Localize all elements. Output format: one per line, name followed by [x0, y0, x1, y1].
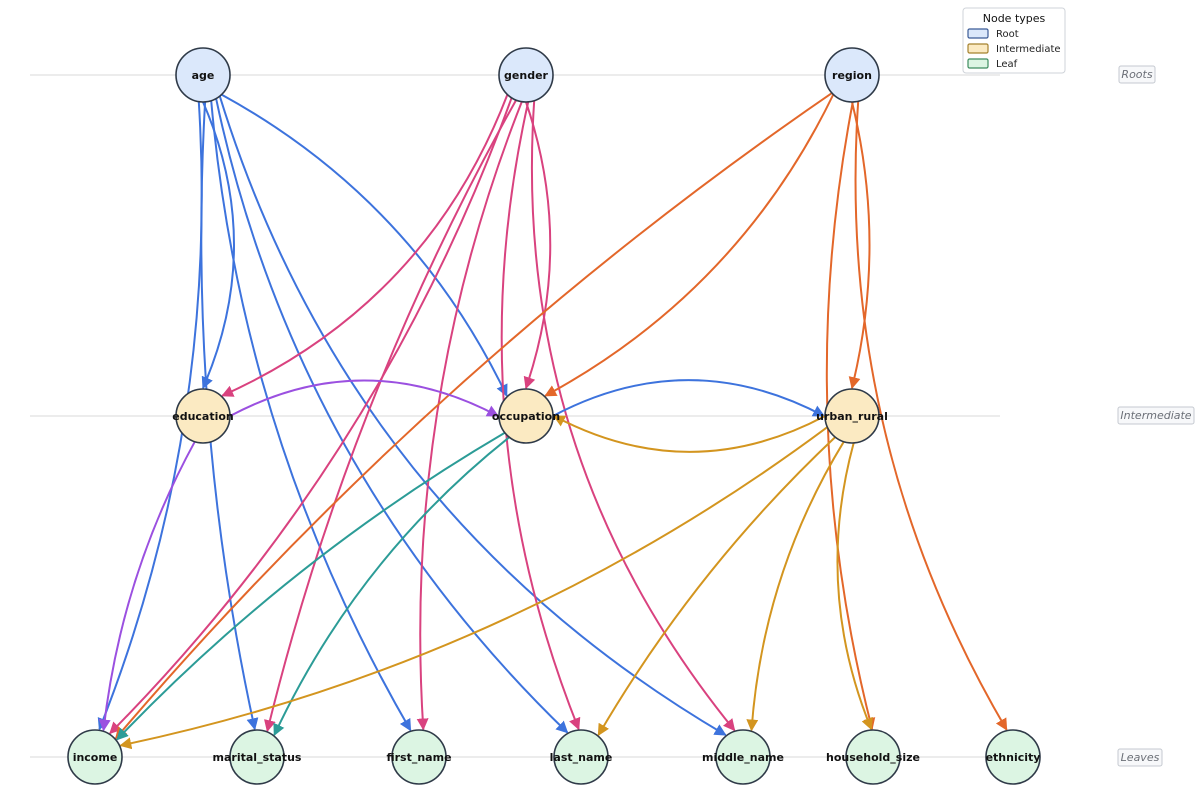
node-first_name-circle — [391, 729, 447, 785]
node-region-label: region — [832, 69, 872, 82]
edge-gender-to-income — [109, 97, 513, 735]
edge-gender-to-occupation — [523, 101, 552, 390]
node-middle_name-label: middle_name — [702, 751, 784, 764]
node-gender-circle — [498, 47, 554, 103]
node-occupation-label: occupation — [492, 410, 560, 423]
node-region-circle — [824, 47, 880, 103]
legend-label-intermediate: Intermediate — [996, 44, 1061, 55]
edge-age-to-education — [201, 101, 235, 390]
edge-gender-to-middle_name — [530, 100, 736, 732]
node-marital_status[interactable]: marital_status — [213, 729, 302, 785]
edge-urban_rural-to-occupation — [552, 415, 826, 453]
nodes-layer: age gender region education occupation urban_… — [67, 47, 1041, 785]
node-age-circle — [175, 47, 231, 103]
node-income-circle — [67, 729, 123, 785]
node-education-circle — [175, 388, 231, 444]
node-urban_rural-circle — [824, 388, 880, 444]
node-household_size[interactable]: household_size — [826, 729, 920, 785]
legend-label-root: Root — [996, 29, 1019, 40]
node-household_size-circle — [845, 729, 901, 785]
legend-swatch-leaf — [967, 58, 989, 69]
tier-tag-leaves-label: Leaves — [1121, 751, 1160, 764]
node-middle_name[interactable]: middle_name — [702, 729, 784, 785]
node-first_name-label: first_name — [386, 751, 451, 764]
legend-swatch-root — [967, 28, 989, 39]
node-occupation-circle — [498, 388, 554, 444]
tier-tag-leaves: Leaves — [1117, 748, 1163, 767]
tier-tag-intermediate-label: Intermediate — [1120, 409, 1191, 422]
edge-urban_rural-to-last_name — [597, 436, 836, 737]
node-last_name-label: last_name — [550, 751, 613, 764]
edge-urban_rural-to-household_size — [836, 442, 873, 731]
node-marital_status-circle — [229, 729, 285, 785]
tier-tag-intermediate: Intermediate — [1117, 406, 1195, 425]
edge-occupation-to-marital_status — [273, 436, 510, 737]
node-first_name[interactable]: first_name — [386, 729, 452, 785]
node-ethnicity[interactable]: ethnicity — [985, 729, 1041, 785]
edge-education-to-income — [98, 441, 196, 732]
node-gender[interactable]: gender — [498, 47, 554, 103]
tier-tag-roots-label: Roots — [1121, 68, 1152, 81]
node-ethnicity-label: ethnicity — [986, 751, 1041, 764]
edge-age-to-occupation — [221, 93, 508, 397]
node-middle_name-circle — [715, 729, 771, 785]
edge-region-to-occupation — [544, 94, 835, 397]
node-income[interactable]: income — [67, 729, 123, 785]
node-gender-label: gender — [504, 69, 549, 82]
node-last_name[interactable]: last_name — [550, 729, 613, 785]
edge-gender-to-first_name — [416, 101, 523, 731]
edge-urban_rural-to-income — [119, 426, 828, 750]
node-household_size-label: household_size — [826, 751, 920, 764]
tier-tag-roots: Roots — [1118, 65, 1156, 84]
node-education[interactable]: education — [172, 388, 234, 444]
node-income-label: income — [73, 751, 118, 764]
edge-gender-to-marital_status — [264, 99, 517, 733]
node-region[interactable]: region — [824, 47, 880, 103]
node-occupation[interactable]: occupation — [492, 388, 560, 444]
node-urban_rural-label: urban_rural — [816, 410, 888, 423]
node-education-label: education — [172, 410, 234, 423]
legend: Node types Root Intermediate Leaf — [962, 7, 1066, 74]
node-last_name-circle — [553, 729, 609, 785]
edge-occupation-to-urban_rural — [552, 379, 826, 417]
edge-region-to-urban_rural — [848, 101, 871, 390]
legend-label-leaf: Leaf — [996, 59, 1018, 70]
node-urban_rural[interactable]: urban_rural — [816, 388, 888, 444]
node-age-label: age — [192, 69, 215, 82]
edge-age-to-middle_name — [218, 95, 727, 736]
edge-region-to-ethnicity — [854, 101, 1008, 731]
legend-swatch-intermediate — [967, 43, 989, 54]
edge-gender-to-education — [221, 94, 509, 397]
node-marital_status-label: marital_status — [213, 751, 302, 764]
node-ethnicity-circle — [985, 729, 1041, 785]
legend-title: Node types — [983, 12, 1046, 25]
edge-urban_rural-to-middle_name — [746, 441, 845, 732]
node-age[interactable]: age — [175, 47, 231, 103]
edge-age-to-first_name — [210, 100, 412, 732]
edge-education-to-occupation — [229, 379, 500, 417]
edge-occupation-to-income — [116, 431, 506, 741]
edge-region-to-income — [115, 92, 833, 740]
